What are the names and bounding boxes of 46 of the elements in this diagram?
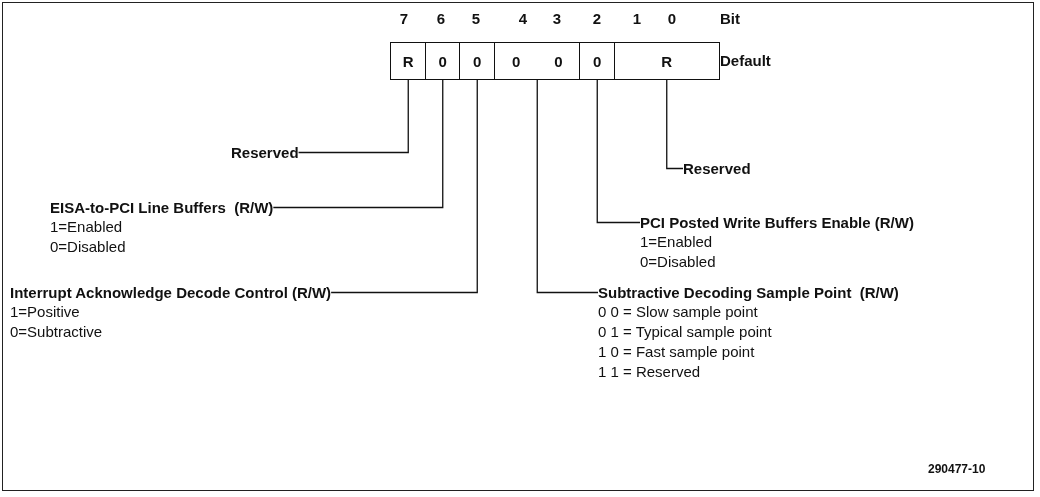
- default-value: 0: [554, 52, 563, 70]
- field-value-description: 0 0 = Slow sample point: [598, 302, 758, 322]
- default-value: R: [661, 52, 673, 70]
- bit-number: 3: [552, 10, 562, 27]
- field-value-description: 1 0 = Fast sample point: [598, 342, 755, 362]
- register-bit-cell: [494, 42, 581, 80]
- row-label: Bit: [720, 10, 740, 27]
- figure-number: 290477-10: [928, 462, 986, 476]
- field-name: Subtractive Decoding Sample Point (R/W): [598, 283, 899, 302]
- bit-number: 6: [436, 10, 446, 27]
- field-value-description: 0=Subtractive: [10, 322, 103, 342]
- field-name: EISA-to-PCI Line Buffers (R/W): [50, 198, 274, 217]
- field-value-description: 1=Enabled: [50, 217, 123, 237]
- bit-number: 2: [592, 10, 602, 27]
- field-value-description: 0 1 = Typical sample point: [598, 322, 772, 342]
- field-name: Interrupt Acknowledge Decode Control (R/W): [10, 283, 332, 302]
- default-value: 0: [511, 52, 521, 70]
- leader-line: [596, 79, 641, 224]
- leader-line: [536, 79, 599, 294]
- register-bit-cell: [579, 42, 616, 80]
- field-name: Reserved: [683, 159, 751, 178]
- bit-number: 7: [399, 10, 409, 27]
- bit-number: 4: [518, 10, 528, 27]
- leader-line: [330, 79, 478, 294]
- register-bit-cell: [425, 42, 461, 80]
- register-bit-cell: [614, 42, 720, 80]
- field-value-description: 1=Enabled: [640, 232, 713, 252]
- register-bit-cell: [390, 42, 427, 80]
- bit-number: 5: [471, 10, 481, 27]
- default-value: 0: [473, 52, 482, 70]
- default-value: R: [402, 52, 414, 70]
- register-bit-cell: [459, 42, 496, 80]
- field-name: Reserved: [231, 143, 299, 162]
- bit-number: 1: [632, 10, 642, 27]
- field-value-description: 0=Disabled: [640, 252, 716, 272]
- field-name: PCI Posted Write Buffers Enable (R/W): [640, 213, 914, 232]
- default-value: 0: [593, 52, 602, 70]
- field-value-description: 1 1 = Reserved: [598, 362, 701, 382]
- bit-number: 0: [667, 10, 677, 27]
- field-value-description: 1=Positive: [10, 302, 80, 322]
- default-value: 0: [438, 52, 447, 70]
- leader-line: [297, 79, 409, 154]
- leader-line: [666, 79, 684, 170]
- row-label: Default: [720, 52, 771, 69]
- leader-line: [272, 79, 444, 209]
- field-value-description: 0=Disabled: [50, 237, 126, 257]
